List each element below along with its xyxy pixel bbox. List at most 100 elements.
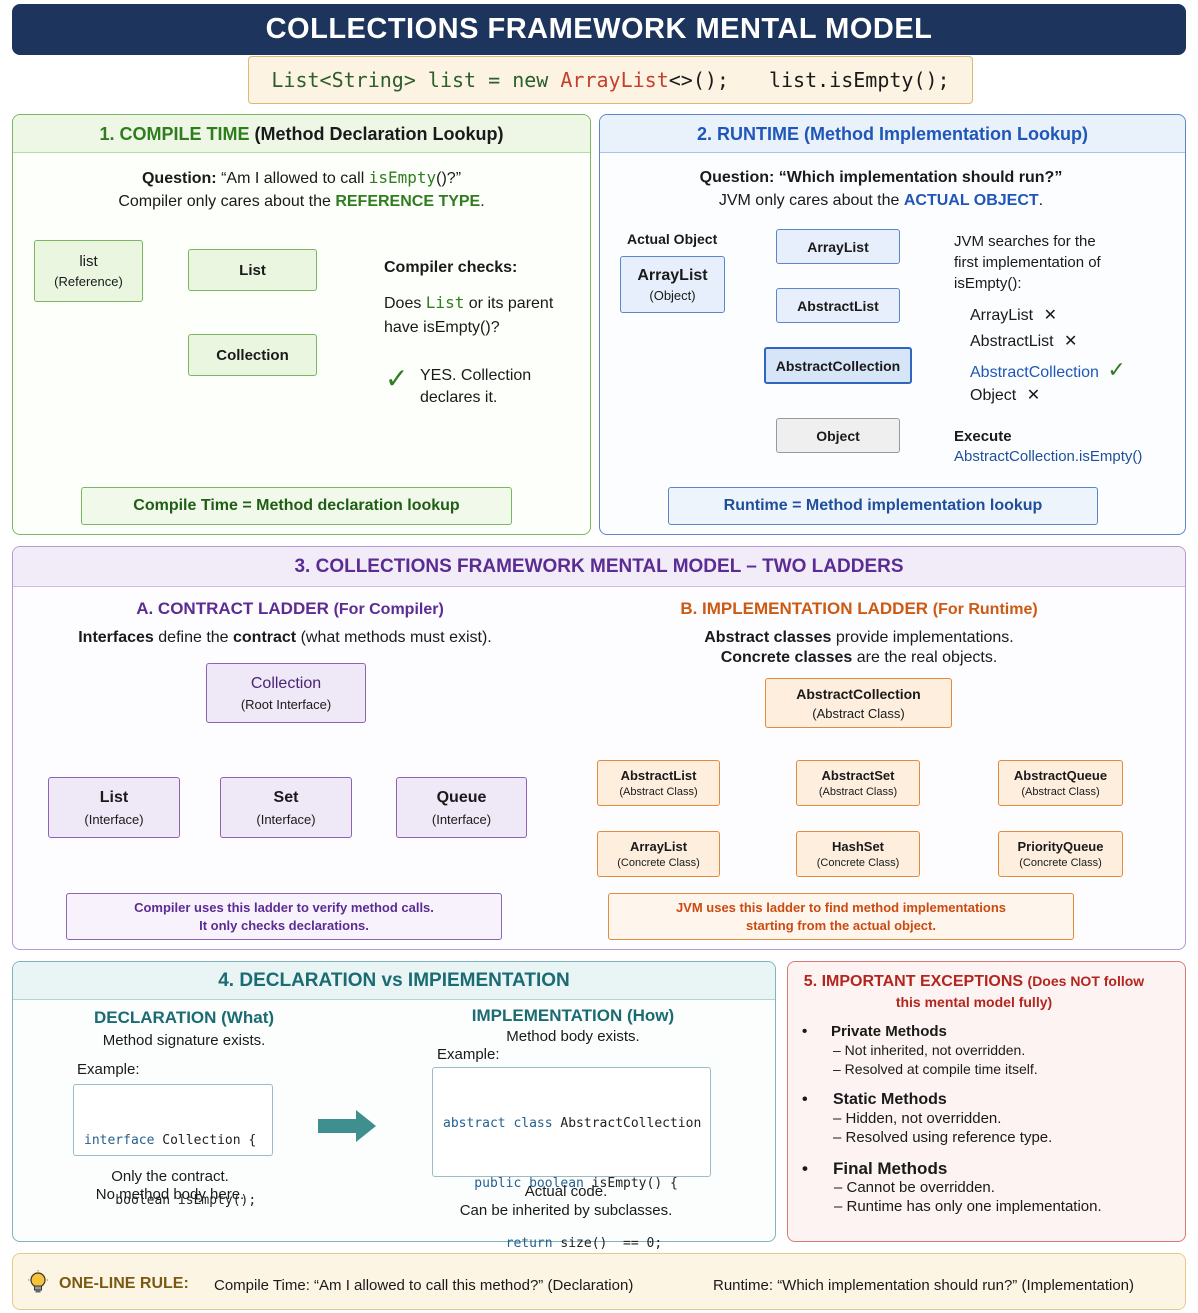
- rule-left: Compile Time: “Am I allowed to call this…: [214, 1277, 634, 1294]
- impl-priorityqueue: PriorityQueue (Concrete Class): [998, 831, 1123, 877]
- exception-item-private: • Private Methods – Not inherited, not o…: [802, 1023, 1038, 1077]
- checks-code: List: [425, 293, 465, 312]
- jvm-search-desc: JVM searches for the first implementatio…: [954, 231, 1101, 294]
- decl-left-example: Example:: [77, 1061, 140, 1078]
- contract-title: A. CONTRACT LADDER (For Compiler): [14, 599, 566, 619]
- contract-set: Set (Interface): [220, 777, 352, 838]
- code-decl: List<String> list = new: [271, 68, 561, 92]
- impl-abstractset: AbstractSet (Abstract Class): [796, 760, 920, 806]
- search-results: ArrayList ✕ AbstractList ✕ AbstractColle…: [970, 305, 1126, 411]
- compile-header: [13, 115, 590, 153]
- decl-left-desc: Method signature exists.: [102, 1032, 266, 1049]
- cross-icon: ✕: [1043, 307, 1057, 324]
- rule-label: ONE-LINE RULE:: [59, 1275, 189, 1292]
- decl-left-foot: Only the contract. No method body here.: [95, 1168, 245, 1203]
- rule-bar: [12, 1253, 1186, 1310]
- impl-abstractqueue: AbstractQueue (Abstract Class): [998, 760, 1123, 806]
- decl-left-title: DECLARATION (What): [93, 1008, 275, 1027]
- result-row: AbstractList ✕: [970, 333, 1078, 350]
- contract-title-main: A. CONTRACT LADDER: [136, 599, 329, 618]
- compile-line2-pre: Compiler only cares about the: [118, 193, 336, 210]
- node-list-sub: (Reference): [54, 274, 123, 289]
- runtime-line2-hl: ACTUAL OBJECT: [903, 192, 1039, 209]
- checks-title: Compiler checks:: [384, 259, 518, 276]
- decl-right-title: IMPLEMENTATION (How): [471, 1006, 675, 1025]
- search-line2: first implementation of: [954, 254, 1101, 271]
- impl-title-sub: (For Runtime): [932, 601, 1038, 618]
- compile-heading-num: 1. COMPILE TIME: [99, 123, 250, 144]
- node-collection: Collection: [188, 334, 317, 376]
- compile-question-post: ()?”: [436, 170, 462, 187]
- impl-arraylist: ArrayList (Concrete Class): [597, 831, 720, 877]
- exceptions-panel: [787, 961, 1186, 1242]
- node-list-label: list: [79, 253, 98, 270]
- code-banner: [248, 56, 973, 104]
- check-icon: ✓: [1107, 357, 1126, 382]
- compile-question: Question: “Am I allowed to call isEmpty(…: [13, 166, 590, 213]
- impl-root-abstractcollection: AbstractCollection (Abstract Class): [765, 678, 952, 728]
- impl-title-main: B. IMPLEMENTATION LADDER: [680, 599, 929, 618]
- runtime-question: Question: “Which implementation should r…: [600, 166, 1162, 212]
- decl-right-code: abstract class AbstractCollection public…: [432, 1067, 711, 1311]
- chain-abstractcollection: AbstractCollection: [764, 347, 912, 384]
- exception-item-final: • Final Methods – Cannot be overridden. …: [802, 1159, 1102, 1215]
- compile-footer: Compile Time = Method declaration lookup: [81, 487, 512, 525]
- compile-heading: 1. COMPILE TIME (Method Declaration Look…: [13, 115, 590, 153]
- contract-desc: Interfaces define the contract (what met…: [78, 629, 492, 646]
- exceptions-heading-main: 5. IMPORTANT EXCEPTIONS: [803, 973, 1024, 990]
- impl-title: B. IMPLEMENTATION LADDER (For Runtime): [566, 599, 1152, 619]
- cross-icon: ✕: [1064, 333, 1078, 350]
- compile-panel: [12, 114, 591, 535]
- impl-abstractlist: AbstractList (Abstract Class): [597, 760, 720, 806]
- code-arraylist: ArrayList: [560, 68, 669, 92]
- compile-line2-hl: REFERENCE TYPE: [335, 193, 481, 210]
- result-row: AbstractCollection ✓: [970, 357, 1126, 382]
- decl-left-code: interface Collection { boolean isEmpty()…: [73, 1084, 273, 1268]
- runtime-heading: 2. RUNTIME (Method Implementation Lookup…: [600, 115, 1185, 153]
- ladders-header: [13, 547, 1185, 587]
- impl-desc: Abstract classes provide implementations…: [704, 629, 1014, 666]
- execute-label: Execute: [954, 428, 1012, 445]
- cross-icon: ✕: [1026, 387, 1041, 404]
- runtime-panel: [599, 114, 1186, 535]
- actual-object-sub: (Object): [649, 287, 696, 303]
- checks-post: or its parent: [464, 295, 554, 312]
- contract-title-sub: (For Compiler): [333, 601, 444, 618]
- ladders-heading: 3. COLLECTIONS FRAMEWORK MENTAL MODEL – …: [294, 556, 904, 577]
- compile-question-pre: “Am I allowed to call: [216, 170, 369, 187]
- contract-note: Compiler uses this ladder to verify meth…: [66, 893, 502, 940]
- exceptions-heading-line2: this mental model fully): [895, 994, 1053, 1010]
- decl-header: [13, 962, 775, 1000]
- exceptions-heading: 5. IMPORTANT EXCEPTIONS (Does NOT follow…: [788, 971, 1160, 1012]
- runtime-line2-post: .: [1038, 192, 1044, 209]
- impl-hashset: HashSet (Concrete Class): [796, 831, 920, 877]
- ladders-panel: [12, 546, 1186, 950]
- chain-abstractlist: AbstractList: [776, 288, 900, 323]
- result-row: ArrayList ✕: [970, 307, 1057, 324]
- checks-line2: have isEmpty()?: [384, 319, 500, 336]
- decl-right-desc: Method body exists.: [506, 1028, 640, 1045]
- impl-note: JVM uses this ladder to find method impl…: [608, 893, 1074, 940]
- chain-object: Object: [776, 418, 900, 453]
- actual-object-node: ArrayList (Object): [620, 256, 725, 313]
- compiler-checks: Compiler checks: Does List or its parent…: [384, 256, 584, 340]
- title-banner: [12, 4, 1186, 55]
- compile-line2-post: .: [480, 193, 485, 210]
- check-icon: ✓: [385, 363, 409, 394]
- code-diamond: <>();: [668, 68, 729, 92]
- execute-value: AbstractCollection.isEmpty(): [954, 448, 1143, 465]
- actual-object-name: ArrayList: [637, 266, 708, 284]
- contract-root-collection: Collection (Root Interface): [206, 663, 366, 723]
- contract-list: List (Interface): [48, 777, 180, 838]
- runtime-line2-pre: JVM only cares about the: [718, 192, 904, 209]
- rule-right: Runtime: “Which implementation should ru…: [713, 1277, 1135, 1294]
- contract-queue: Queue (Interface): [396, 777, 527, 838]
- runtime-footer: Runtime = Method implementation lookup: [668, 487, 1098, 525]
- page-title: COLLECTIONS FRAMEWORK MENTAL MODEL: [265, 13, 933, 45]
- search-line1: JVM searches for the: [954, 233, 1096, 250]
- yes-line2: declares it.: [420, 389, 498, 406]
- compile-question-label: Question:: [141, 170, 217, 187]
- checks-pre: Does: [384, 295, 426, 312]
- result-row: Object ✕: [970, 387, 1041, 404]
- yes-line1: YES. Collection: [420, 367, 532, 384]
